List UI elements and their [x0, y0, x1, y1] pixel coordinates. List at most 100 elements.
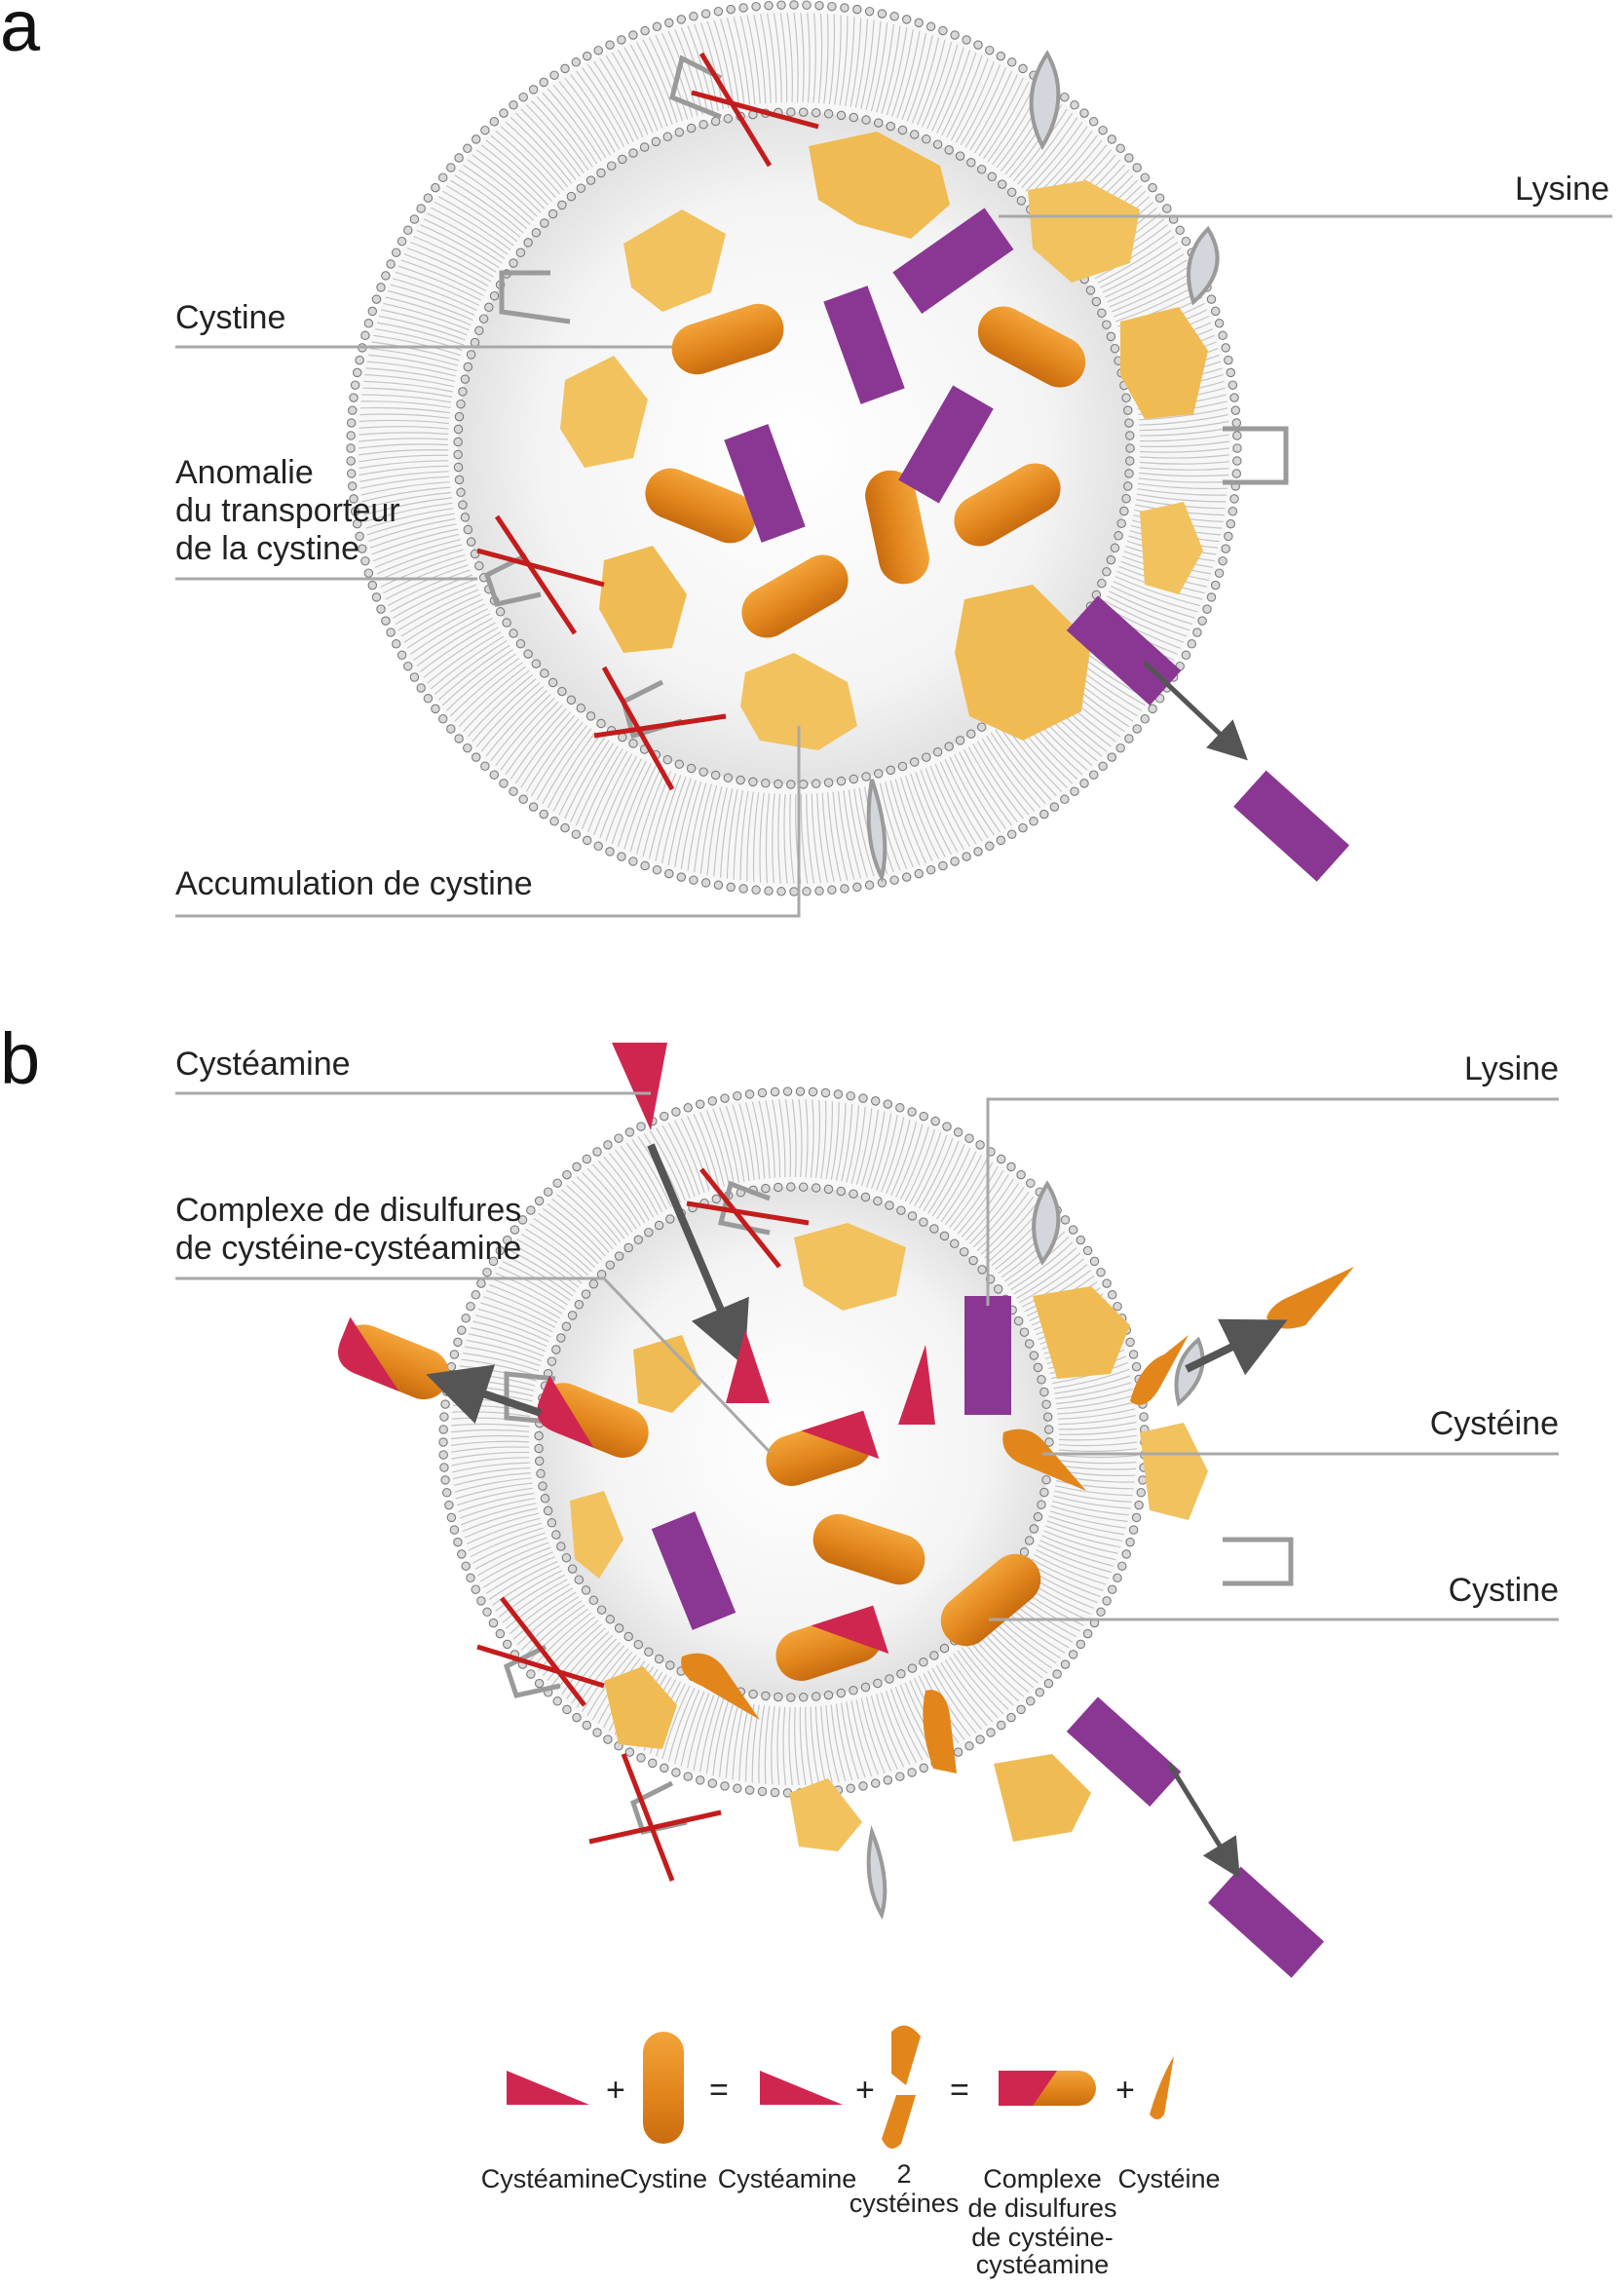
legend-label-complex-line-3: de cystéine- — [971, 2223, 1114, 2252]
legend-cysteine-icon — [1150, 2056, 1174, 2119]
cystine-crystal — [809, 132, 950, 239]
legend-label-cysteine: Cystéine — [1117, 2164, 1220, 2193]
cysteine-export-arrow — [1185, 1318, 1288, 1376]
cysteine-molecule — [1002, 1429, 1086, 1491]
lysine-molecule — [823, 286, 905, 404]
legend-label-cysteamine: Cystéamine — [481, 2164, 621, 2193]
cystine-crystal — [1028, 180, 1140, 283]
lysine-label: Lysine — [1515, 171, 1609, 208]
accumulation-label: Accumulation de cystine — [175, 865, 533, 902]
legend-plus: + — [606, 2072, 625, 2109]
disulfide-complex — [338, 1316, 450, 1400]
lysine-molecules-a — [724, 208, 1350, 882]
legend-label-complex-line-4: cystéamine — [976, 2250, 1110, 2279]
cystine-crystal — [1140, 1423, 1208, 1520]
lysine-export-arrow — [1166, 1762, 1240, 1879]
cystine-crystal — [1033, 1286, 1130, 1379]
membrane-tails — [358, 12, 1230, 885]
legend-cysteamine-icon — [760, 2071, 843, 2105]
lysine-molecule — [1233, 770, 1350, 882]
red-cross-icon — [476, 1596, 605, 1707]
cysteamine-label: Cystéamine — [175, 1046, 351, 1083]
cystine-molecule — [977, 306, 1086, 388]
cystine-transporter — [503, 1644, 561, 1698]
cystine-crystals-b — [570, 1223, 1208, 1851]
legend-label-complex-line-1: Complexe — [983, 2164, 1102, 2193]
lysine-transporter — [1187, 225, 1220, 306]
cystine-crystal — [740, 653, 857, 750]
legend-plus: + — [855, 2072, 875, 2109]
panel-b-letter: b — [0, 1018, 40, 1099]
cysteine-molecules-b — [681, 1267, 1354, 1773]
legend-equals: = — [950, 2072, 969, 2109]
cystine-crystal — [789, 1778, 862, 1851]
red-cross-icon — [691, 52, 819, 168]
lysine-transporter — [866, 779, 888, 883]
cystine-transporter — [504, 1371, 561, 1426]
legend-label-complex-line-2: de disulfures — [967, 2193, 1116, 2223]
legend-complex-icon — [999, 2071, 1096, 2106]
lysine-transporter — [1029, 50, 1061, 151]
cystine-crystal — [794, 1223, 906, 1311]
cystine-crystal — [1140, 502, 1203, 594]
cysteine-label: Cystéine — [1430, 1405, 1559, 1442]
lysine-molecule — [1208, 1866, 1325, 1978]
cystine-transporter — [483, 552, 542, 607]
cysteine-molecule — [1130, 1335, 1189, 1405]
lysine-molecule — [892, 208, 1014, 314]
lysine-molecule — [724, 424, 806, 543]
cystine-molecules-a — [645, 303, 1086, 638]
leader-line — [175, 726, 801, 918]
legend-label-cysteines-line-2: cystéines — [850, 2189, 960, 2218]
cystine-molecule — [645, 468, 756, 544]
cystine-molecule — [741, 554, 849, 638]
red-cross-icon — [686, 1167, 810, 1269]
legend-label-cystine: Cystine — [620, 2164, 707, 2193]
cystine-crystal — [599, 546, 687, 653]
cystine-crystal — [560, 356, 648, 468]
legend-two-cysteines-icon — [882, 2025, 921, 2149]
red-cross-icon — [588, 1753, 722, 1882]
legend-cystine-icon — [643, 2032, 684, 2144]
cysteamine-molecule — [726, 1330, 770, 1403]
anomaly-label-line-1: Anomalie — [175, 454, 314, 491]
transporter-crosses-b — [476, 1167, 810, 1882]
cystine-transporter — [499, 270, 571, 324]
cystine-crystal — [955, 585, 1091, 741]
disulfide-complex — [766, 1410, 880, 1486]
lysine-export-arrow — [1143, 661, 1248, 761]
anomaly-label-line-3: de la cystine — [175, 530, 359, 567]
lysine-transporter — [1032, 1180, 1061, 1266]
legend-equals: = — [709, 2072, 729, 2109]
red-cross-icon — [476, 514, 605, 635]
cystine-transporter — [669, 55, 723, 120]
lysine-molecule — [651, 1511, 736, 1630]
cystine-crystal — [1120, 307, 1208, 419]
cystine-molecule — [671, 303, 784, 375]
cystine-crystal — [570, 1491, 623, 1579]
cystine-transporter — [1223, 1537, 1294, 1586]
cystine-transporter — [1223, 426, 1289, 485]
cysteine-molecule — [923, 1690, 957, 1773]
lysine-transporter — [866, 1825, 888, 1921]
lysine-molecule — [898, 385, 994, 504]
red-cross-icon — [593, 666, 727, 791]
cystine-label: Cystine — [175, 299, 285, 336]
cysteamine-molecule — [612, 1043, 667, 1130]
callouts-a: Lysine Cystine Anomalie du transporteur … — [175, 171, 1612, 918]
disulfide-complex — [537, 1375, 649, 1458]
panel-a-letter: a — [0, 0, 41, 66]
cystine-crystals-a — [560, 132, 1208, 750]
cystine-molecule — [954, 463, 1061, 547]
legend-label-cysteines-line-1: 2 — [896, 2159, 911, 2189]
membrane-head-groups — [346, 0, 1242, 896]
complex-label-line-2: de cystéine-cystéamine — [175, 1230, 521, 1267]
cystine-crystal — [623, 210, 726, 312]
leader-line — [986, 1097, 1559, 1306]
cysteine-molecule — [681, 1653, 760, 1720]
cysteamine-molecule — [898, 1345, 935, 1425]
legend-cysteamine-icon — [507, 2071, 589, 2105]
reaction-legend: + = + = + Cystéamine Cystine Cystéamine … — [481, 2025, 1221, 2279]
